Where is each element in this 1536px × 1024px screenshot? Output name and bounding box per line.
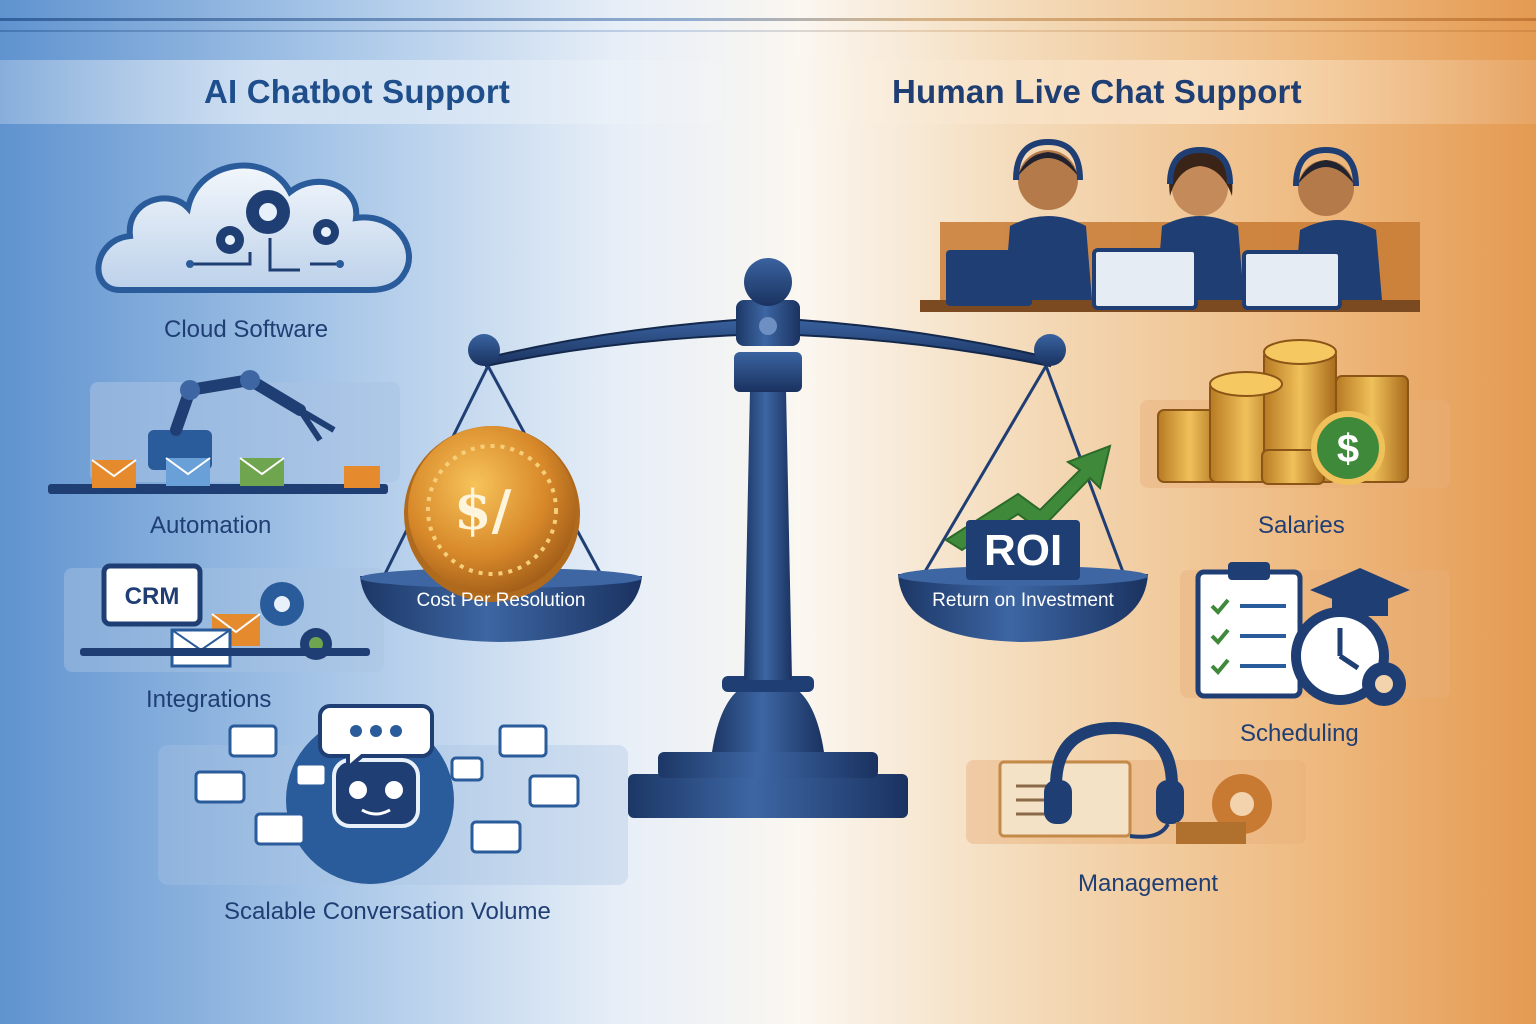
right-banner: Human Live Chat Support — [780, 60, 1536, 124]
svg-text:$: $ — [1337, 427, 1359, 471]
right-pan-label: Return on Investment — [932, 590, 1114, 611]
roi-text: ROI — [984, 526, 1063, 575]
coin-text: $/ — [454, 478, 512, 542]
cloud-gears-icon — [95, 162, 412, 293]
crm-integrations-icon: CRM — [64, 563, 384, 672]
robot-arm-icon — [48, 370, 400, 494]
left-item-label-automation: Automation — [150, 512, 272, 539]
cost-coin-icon — [404, 426, 580, 602]
right-item-label-scheduling: Scheduling — [1240, 720, 1359, 747]
left-title: AI Chatbot Support — [204, 73, 511, 110]
checklist-clock-icon — [1180, 562, 1450, 706]
headset-gear-icon — [966, 721, 1306, 844]
left-item-label-volume: Scalable Conversation Volume — [224, 898, 551, 925]
chatbot-bubbles-icon — [158, 704, 628, 885]
left-pan-label: Cost Per Resolution — [416, 590, 586, 611]
top-rule-secondary — [0, 30, 1536, 32]
right-title: Human Live Chat Support — [892, 73, 1302, 110]
left-banner: AI Chatbot Support — [0, 60, 760, 124]
right-item-label-salaries: Salaries — [1258, 512, 1345, 539]
top-rule — [0, 18, 1536, 21]
left-item-label-cloud: Cloud Software — [164, 316, 329, 343]
svg-text:CRM: CRM — [125, 583, 180, 610]
left-item-label-integrations: Integrations — [146, 686, 272, 713]
coin-stacks-icon: $ — [1140, 339, 1450, 488]
right-item-label-management: Management — [1078, 870, 1219, 897]
support-agents-icon — [920, 138, 1420, 312]
roi-growth-icon — [944, 444, 1112, 580]
